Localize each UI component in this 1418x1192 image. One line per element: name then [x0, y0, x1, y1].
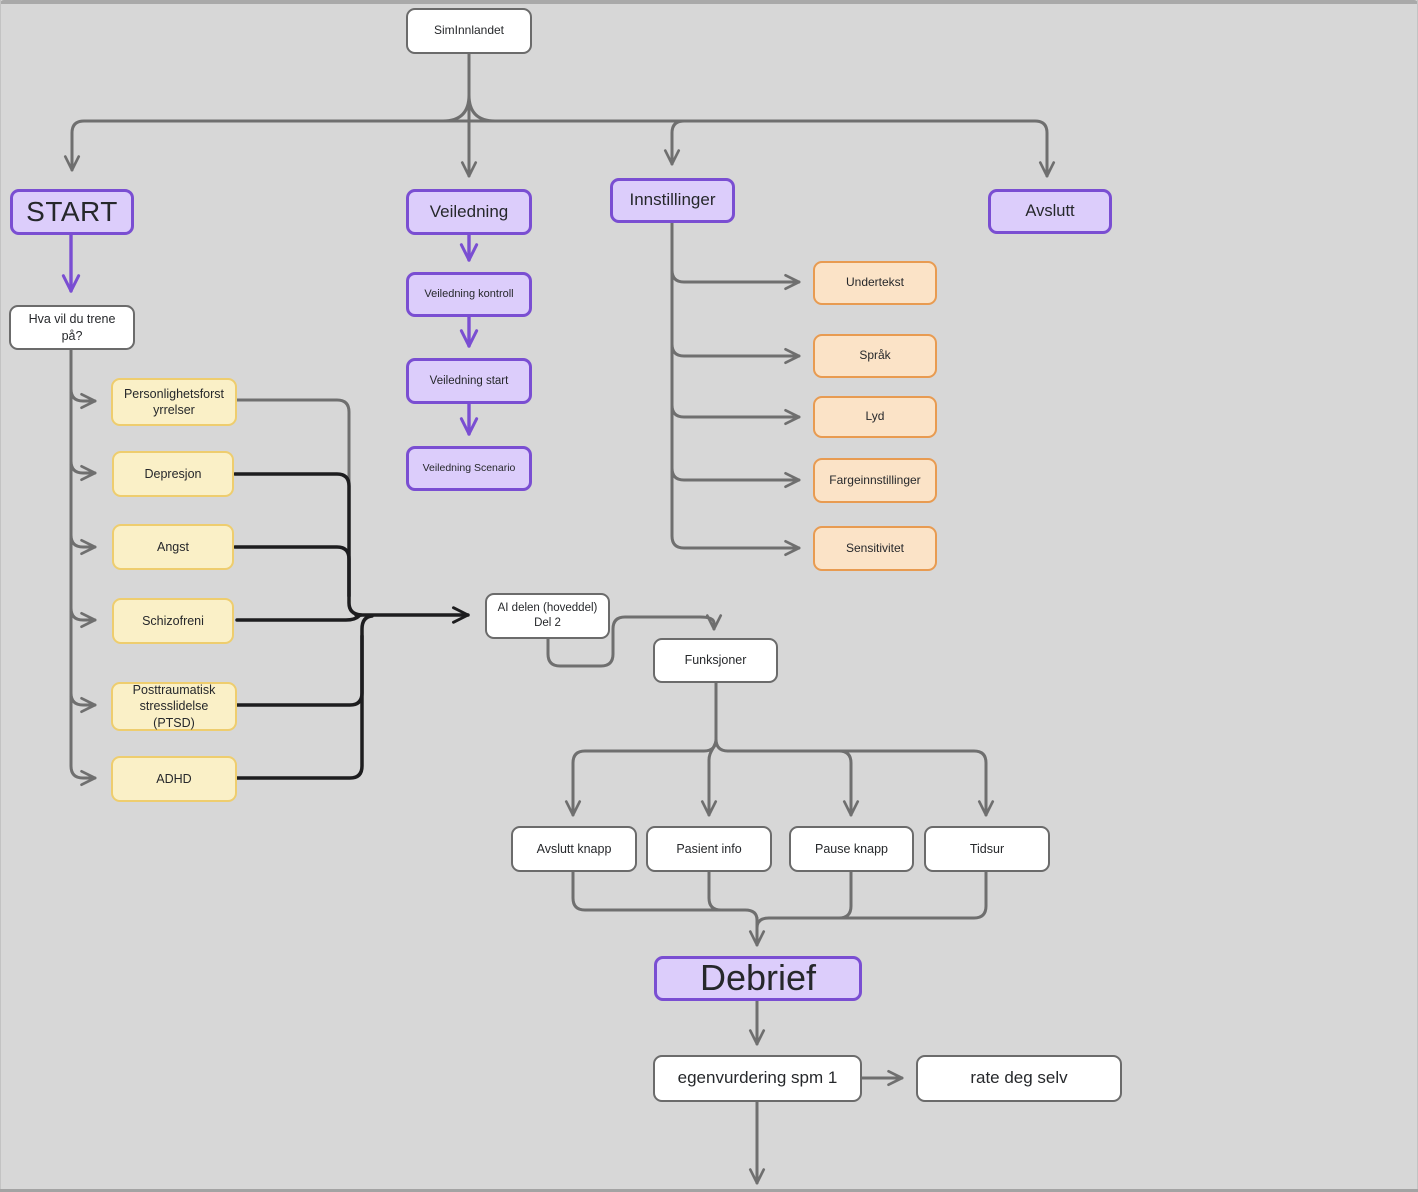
edge-funksjoner-to-pasientinfo: [700, 739, 718, 817]
edge-root-trunk-fillet-right: [467, 93, 497, 123]
frame-left-edge: [0, 0, 1, 1192]
node-label: Hva vil du trene på?: [28, 312, 116, 343]
node-schizofreni[interactable]: Schizofreni: [112, 598, 234, 644]
edge-question-to-personlighet: [69, 387, 97, 410]
node-label: Sensitivitet: [845, 540, 905, 555]
node-label: ADHD: [156, 771, 192, 786]
node-ai-delen[interactable]: AI delen (hoveddel) Del 2: [485, 593, 610, 639]
edge-innstillinger-to-farge: [670, 466, 801, 489]
edge-funksjoner-to-pauseknapp: [714, 737, 860, 817]
node-label: Posttraumatisk stresslidelse (PTSD): [132, 683, 216, 730]
node-label: SimInnlandet: [433, 23, 505, 38]
node-label: Tidsur: [969, 841, 1005, 856]
node-veiledning-scenario[interactable]: Veiledning Scenario: [406, 446, 532, 491]
node-pasient-info[interactable]: Pasient info: [646, 826, 772, 872]
node-fargeinnstillinger[interactable]: Fargeinnstillinger: [813, 458, 937, 503]
node-question[interactable]: Hva vil du trene på?: [9, 305, 135, 350]
node-label: Veiledning Scenario: [422, 461, 516, 474]
edge-question-to-schizofreni: [69, 606, 97, 629]
node-label: Pause knapp: [815, 841, 888, 856]
edge-personlighet-to-ai: [235, 398, 351, 604]
node-label: Angst: [157, 539, 189, 554]
node-ptsd[interactable]: Posttraumatisk stresslidelse (PTSD): [111, 682, 237, 731]
node-label: Undertekst: [845, 275, 905, 290]
node-label: Innstillinger: [629, 190, 716, 210]
edge-question-to-angst: [69, 533, 97, 556]
edge-angst-to-ai: [233, 545, 351, 598]
node-label-line2: Del 2: [534, 617, 561, 629]
node-label: Schizofreni: [142, 613, 204, 628]
node-label: Veiledning kontroll: [424, 288, 514, 301]
node-rate-deg-selv[interactable]: rate deg selv: [916, 1055, 1122, 1102]
frame-bottom-edge: [0, 1189, 1418, 1192]
node-label: Personlighetsforstyrrelser: [123, 386, 225, 417]
edge-tidsur-to-debrief: [778, 870, 988, 920]
node-label: Depresjon: [144, 466, 202, 481]
node-veiledning-start[interactable]: Veiledning start: [406, 358, 532, 404]
node-veiledning-kontroll[interactable]: Veiledning kontroll: [406, 272, 532, 317]
node-label: Veiledning: [429, 201, 509, 221]
node-undertekst[interactable]: Undertekst: [813, 261, 937, 305]
node-label: Avslutt: [1025, 201, 1075, 220]
edge-ptsd-to-ai: [235, 614, 374, 707]
node-adhd[interactable]: ADHD: [111, 756, 237, 802]
node-label: egenvurdering spm 1: [677, 1068, 838, 1088]
node-depresjon[interactable]: Depresjon: [112, 451, 234, 497]
edge-funksjoner-to-tidsur: [726, 749, 995, 817]
node-label: Debrief: [699, 957, 817, 999]
edge-pasientinfo-to-debrief: [707, 870, 723, 912]
node-avslutt[interactable]: Avslutt: [988, 189, 1112, 234]
node-label-line1: AI delen (hoveddel): [497, 602, 598, 615]
node-egenvurdering-spm-1[interactable]: egenvurdering spm 1: [653, 1055, 862, 1102]
edge-depresjon-to-ai: [233, 472, 363, 617]
edge-question-trunk-and-adhd: [69, 347, 97, 787]
node-label: Språk: [859, 348, 891, 363]
node-avslutt-knapp[interactable]: Avslutt knapp: [511, 826, 637, 872]
edge-schizofreni-to-ai: [235, 614, 361, 622]
edge-question-to-ptsd: [69, 691, 97, 714]
edge-question-to-depresjon: [69, 459, 97, 482]
node-pause-knapp[interactable]: Pause knapp: [789, 826, 914, 872]
edge-avsluttknapp-to-debrief: [571, 870, 759, 922]
node-label: Veiledning start: [429, 374, 509, 387]
edge-pauseknapp-to-debrief: [755, 870, 853, 930]
node-veiledning[interactable]: Veiledning: [406, 189, 532, 235]
node-label: Avslutt knapp: [536, 841, 612, 856]
node-sprak[interactable]: Språk: [813, 334, 937, 378]
node-siminnlandet[interactable]: SimInnlandet: [406, 8, 532, 54]
node-label: rate deg selv: [970, 1068, 1068, 1088]
node-lyd[interactable]: Lyd: [813, 396, 937, 438]
edge-funksjoner-to-avsluttknapp: [564, 737, 718, 817]
edge-innstillinger-to-lyd: [670, 403, 801, 426]
node-label: Fargeinnstillinger: [829, 472, 921, 487]
node-sensitivitet[interactable]: Sensitivitet: [813, 526, 937, 571]
node-personlighetsforstyrrelser[interactable]: Personlighetsforstyrrelser: [111, 378, 237, 426]
node-tidsur[interactable]: Tidsur: [924, 826, 1050, 872]
edge-innstillinger-to-sprak: [670, 342, 801, 365]
frame-top-edge: [0, 0, 1418, 4]
node-start[interactable]: START: [10, 189, 134, 235]
edge-root-to-avslutt: [467, 119, 1056, 178]
edge-root-to-innstillinger: [467, 119, 686, 166]
node-label: Lyd: [865, 409, 885, 424]
node-innstillinger[interactable]: Innstillinger: [610, 178, 735, 223]
edge-root-to-start: [63, 119, 471, 172]
edge-root-trunk-fillet-left: [441, 93, 471, 123]
node-label: Funksjoner: [684, 653, 747, 668]
node-debrief[interactable]: Debrief: [654, 956, 862, 1001]
node-funksjoner[interactable]: Funksjoner: [653, 638, 778, 683]
edge-adhd-to-ai: [235, 634, 364, 780]
node-label: Pasient info: [676, 841, 742, 856]
edge-innstillinger-trunk-and-sensitivitet: [670, 220, 801, 557]
node-angst[interactable]: Angst: [112, 524, 234, 570]
edge-innstillinger-to-undertekst: [670, 268, 801, 291]
node-label: START: [26, 195, 118, 227]
